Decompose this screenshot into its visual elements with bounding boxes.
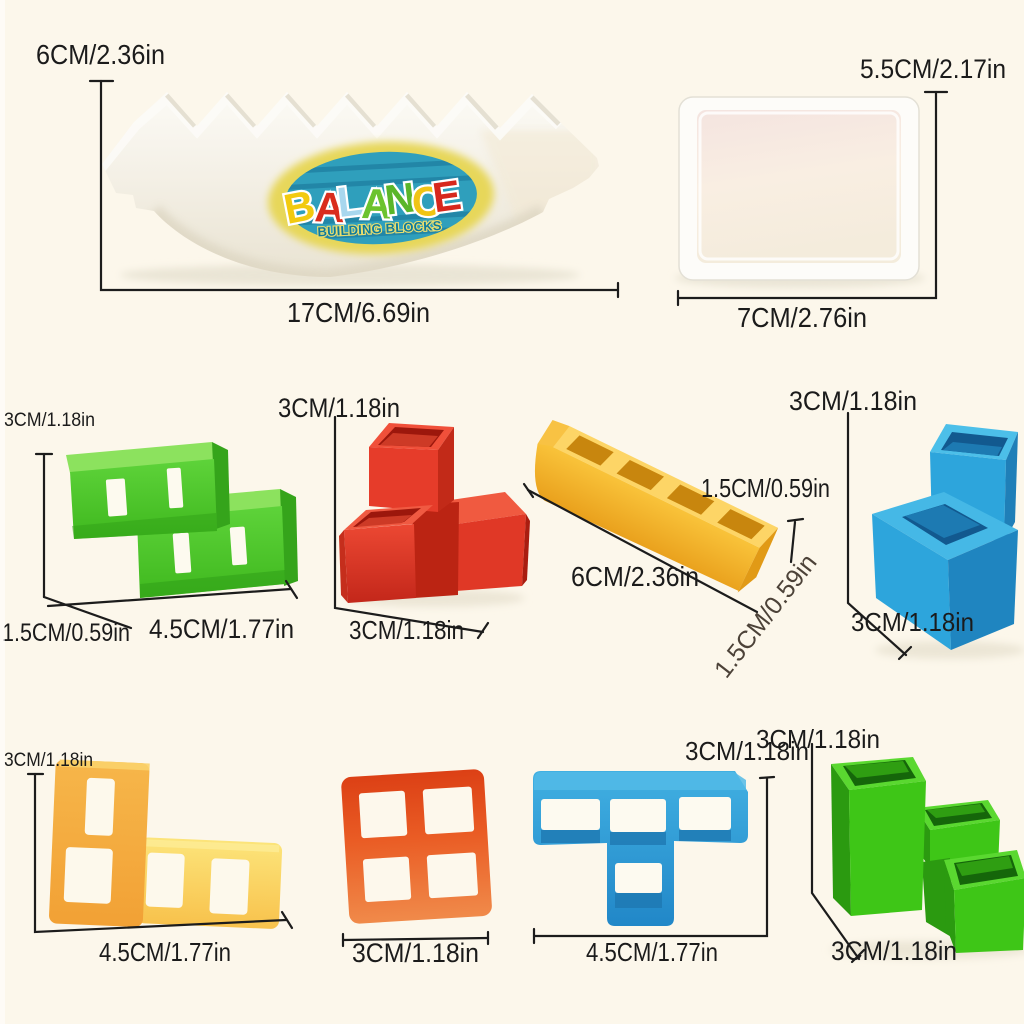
svg-text:3CM/1.18in: 3CM/1.18in: [685, 736, 809, 766]
svg-text:4.5CM/1.77in: 4.5CM/1.77in: [99, 937, 231, 967]
svg-text:1.5CM/0.59in: 1.5CM/0.59in: [701, 473, 830, 503]
svg-text:3CM/1.18in: 3CM/1.18in: [349, 615, 464, 645]
svg-text:3CM/1.18in: 3CM/1.18in: [4, 749, 93, 771]
svg-text:17CM/6.69in: 17CM/6.69in: [287, 297, 430, 328]
svg-text:3CM/1.18in: 3CM/1.18in: [4, 409, 95, 431]
svg-text:C: C: [412, 178, 442, 225]
svg-text:3CM/1.18in: 3CM/1.18in: [278, 393, 400, 423]
svg-text:6CM/2.36in: 6CM/2.36in: [571, 561, 699, 592]
svg-text:A: A: [314, 183, 346, 231]
svg-text:3CM/1.18in: 3CM/1.18in: [851, 607, 974, 637]
svg-text:3CM/1.18in: 3CM/1.18in: [831, 936, 957, 966]
svg-text:5.5CM/2.17in: 5.5CM/2.17in: [860, 54, 1006, 84]
svg-text:6CM/2.36in: 6CM/2.36in: [36, 39, 165, 70]
svg-text:4.5CM/1.77in: 4.5CM/1.77in: [586, 937, 718, 967]
svg-text:1.5CM/0.59in: 1.5CM/0.59in: [2, 619, 130, 647]
svg-text:A: A: [361, 180, 392, 228]
svg-text:7CM/2.76in: 7CM/2.76in: [737, 302, 867, 333]
svg-text:3CM/1.18in: 3CM/1.18in: [756, 724, 880, 754]
svg-text:3CM/1.18in: 3CM/1.18in: [789, 386, 917, 416]
svg-text:E: E: [430, 171, 464, 221]
svg-text:3CM/1.18in: 3CM/1.18in: [352, 938, 479, 968]
svg-text:4.5CM/1.77in: 4.5CM/1.77in: [149, 614, 294, 644]
